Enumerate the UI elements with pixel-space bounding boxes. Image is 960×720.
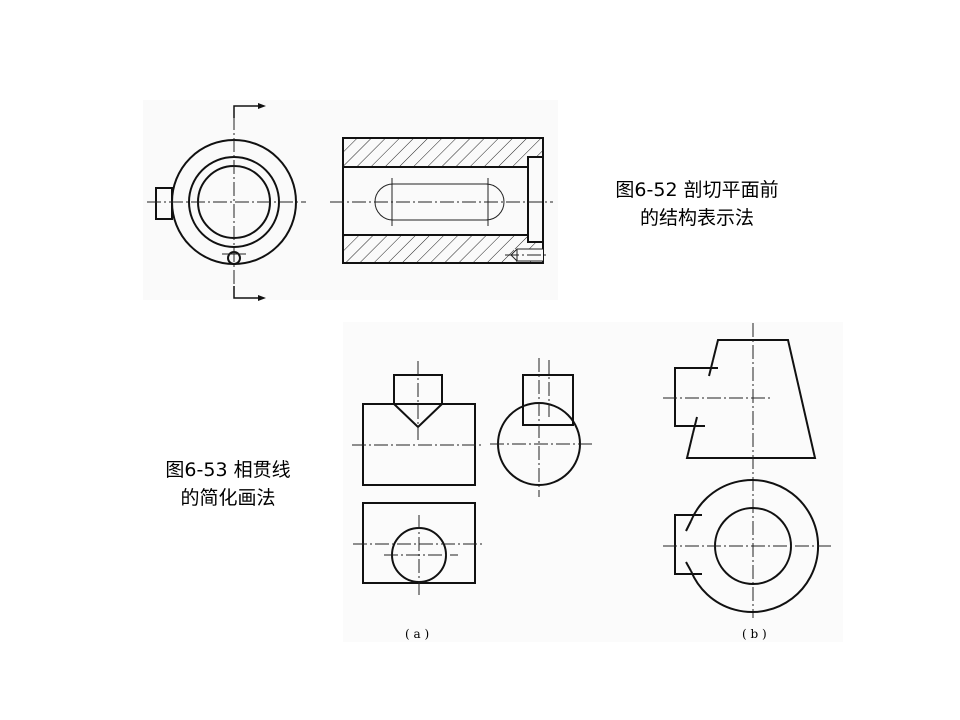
caption-line-2: 的结构表示法 bbox=[639, 207, 754, 229]
caption-line-2: 的简化画法 bbox=[180, 487, 276, 509]
label-a: ( a ) bbox=[405, 627, 430, 641]
figure-52-caption: 图6-52 剖切平面前 的结构表示法 bbox=[597, 176, 797, 232]
figure-b-drawing bbox=[663, 323, 833, 618]
caption-line-1: 图6-52 剖切平面前 bbox=[615, 179, 779, 201]
label-b: ( b ) bbox=[742, 627, 767, 641]
caption-line-1: 图6-53 相贯线 bbox=[165, 459, 291, 481]
figure-a-drawing bbox=[352, 358, 593, 596]
end-view bbox=[147, 103, 306, 301]
figure-53-caption: 图6-53 相贯线 的简化画法 bbox=[138, 456, 318, 512]
section-view bbox=[330, 137, 553, 264]
